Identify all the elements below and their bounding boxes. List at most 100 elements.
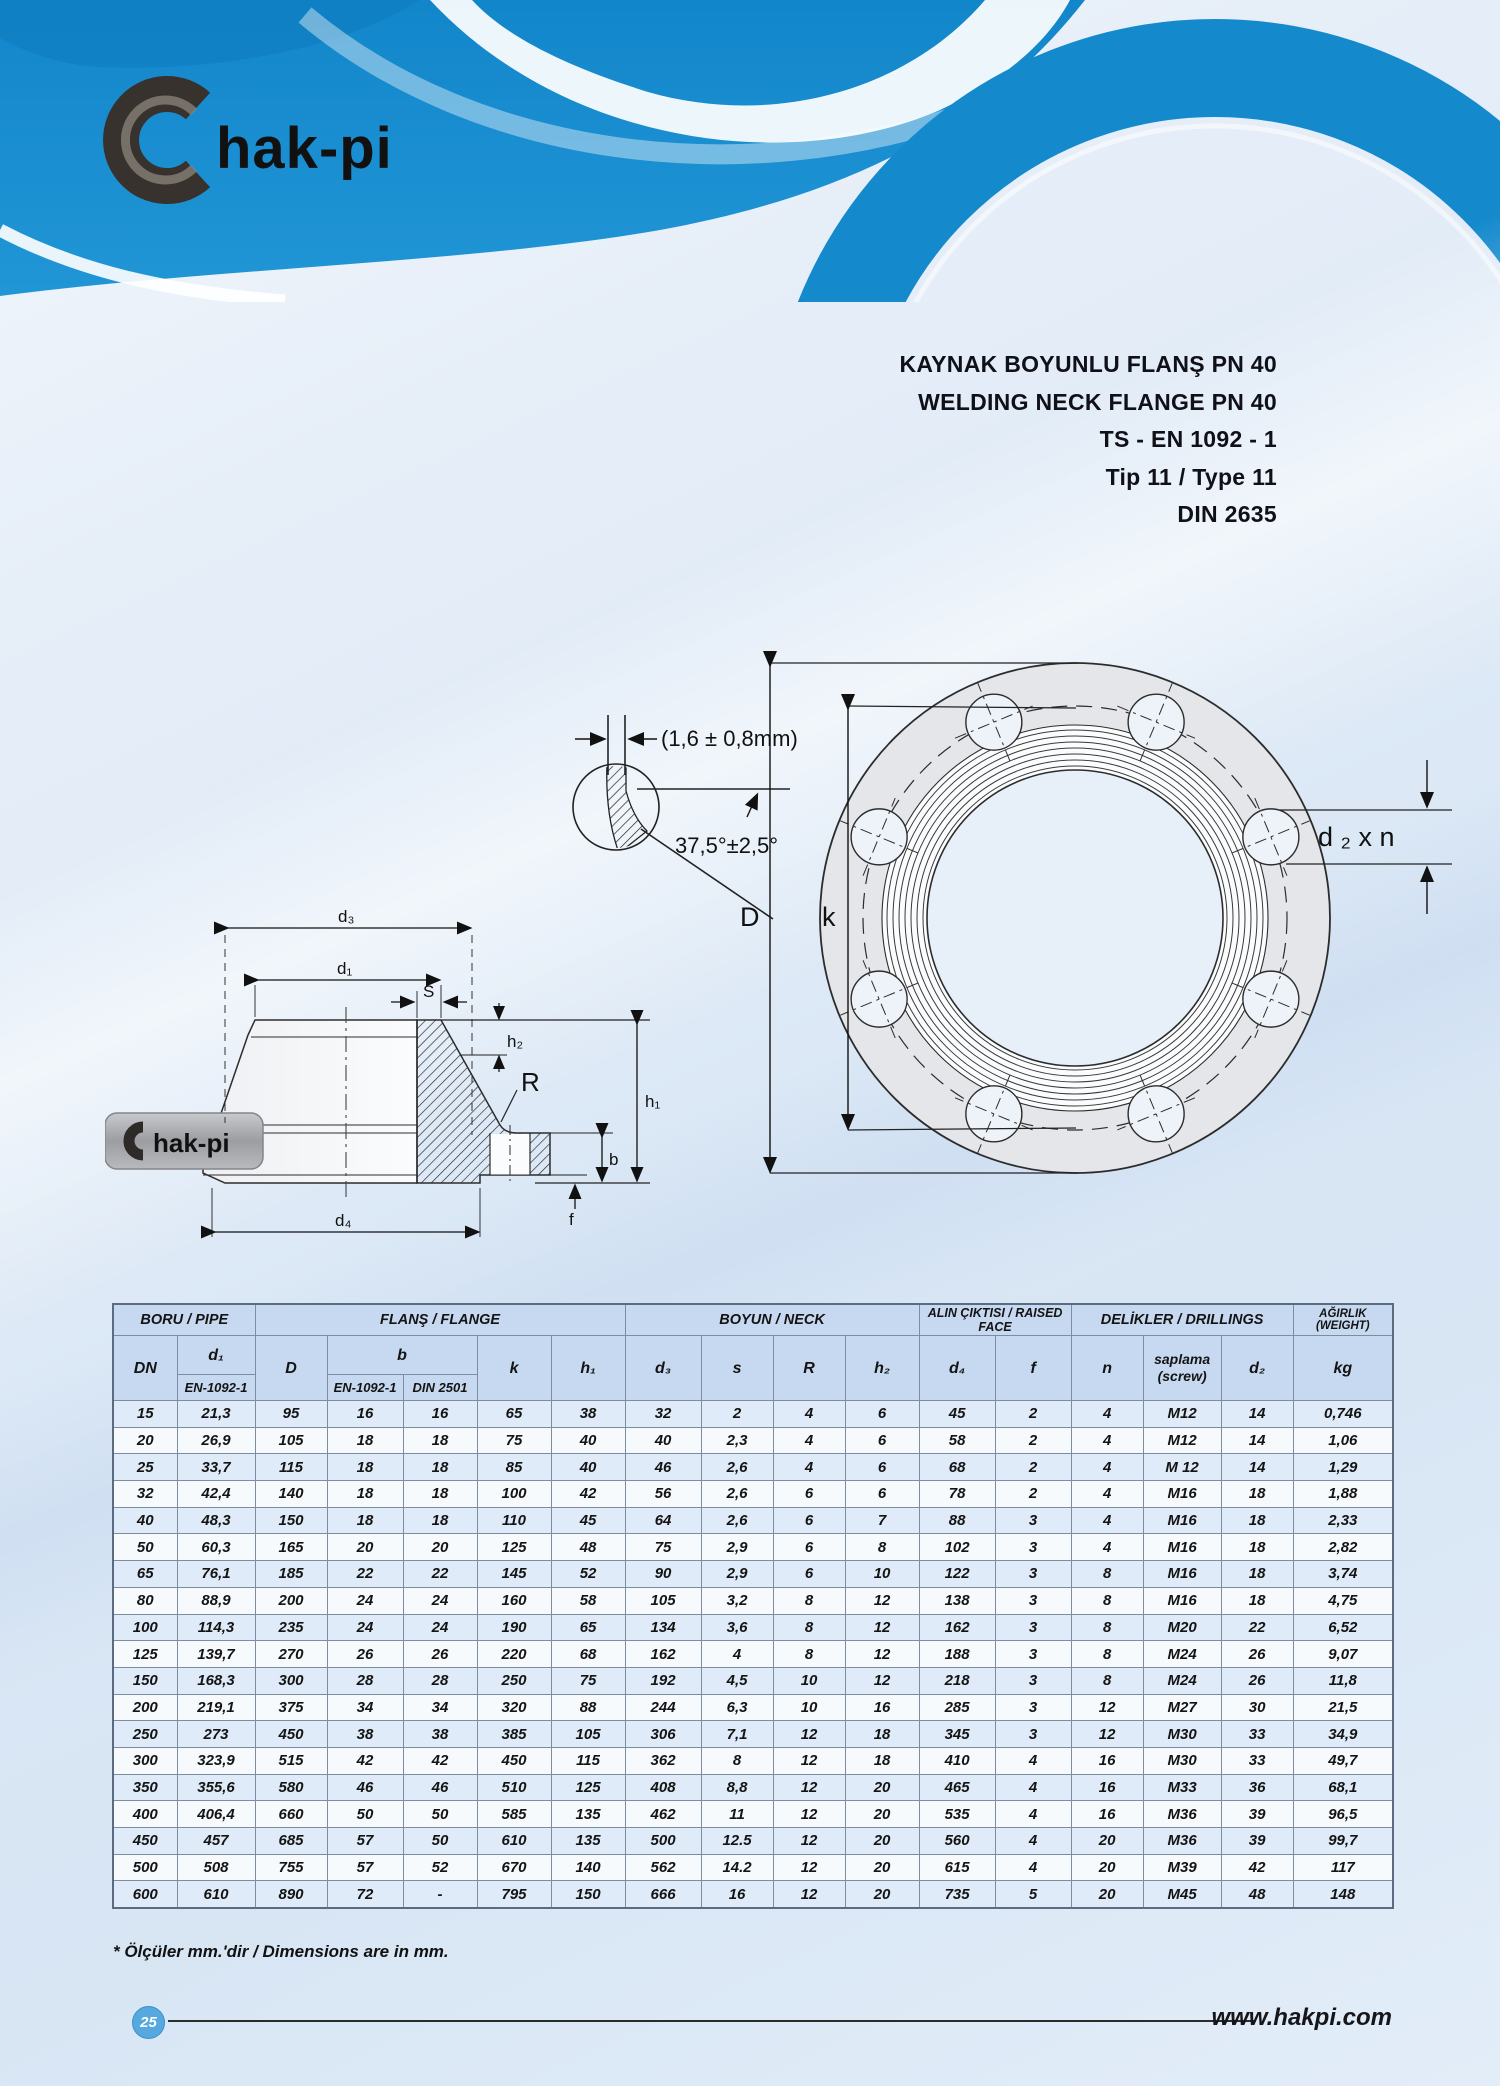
table-cell: 18 [402, 1426, 478, 1455]
table-cell: 115 [550, 1746, 626, 1775]
table-cell: 285 [918, 1693, 996, 1722]
bolt-hole [1117, 1074, 1196, 1153]
col-h1: h₁ [550, 1335, 626, 1401]
table-cell: 36 [1220, 1773, 1294, 1802]
table-cell: 125 [112, 1640, 178, 1668]
table-cell: 34,9 [1292, 1720, 1394, 1748]
table-cell: M12 [1142, 1426, 1222, 1455]
table-cell: 6 [844, 1480, 920, 1508]
dim-label-s: S [423, 982, 434, 1001]
table-cell: 8 [1070, 1640, 1144, 1668]
table-cell: 20 [844, 1800, 920, 1828]
dim-label-r: R [521, 1067, 540, 1097]
table-cell: 65 [550, 1613, 626, 1642]
table-cell: 58 [918, 1426, 996, 1455]
table-cell: 666 [624, 1880, 702, 1909]
table-cell: 52 [402, 1853, 478, 1882]
table-cell: 4 [772, 1400, 846, 1428]
table-cell: 16 [326, 1400, 404, 1428]
table-cell: 685 [254, 1827, 328, 1855]
table-footnote: * Ölçüler mm.'dir / Dimensions are in mm… [113, 1942, 449, 1961]
table-cell: 12 [844, 1640, 920, 1668]
table-cell: 18 [844, 1720, 920, 1748]
table-cell: 3 [994, 1533, 1072, 1562]
table-cell: 185 [254, 1560, 328, 1588]
table-cell: 21,3 [176, 1400, 256, 1428]
table-cell: 385 [476, 1720, 552, 1748]
group-pipe: BORU / PIPE [112, 1303, 256, 1336]
table-cell: 362 [624, 1746, 702, 1775]
col-k: k [476, 1335, 552, 1401]
table-cell: 300 [112, 1746, 178, 1775]
table-cell: 406,4 [176, 1800, 256, 1828]
table-cell: 4 [1070, 1453, 1144, 1482]
dim-label-d1: d₁ [337, 959, 352, 978]
table-cell: 462 [624, 1800, 702, 1828]
table-cell: 57 [326, 1827, 404, 1855]
table-cell: 7,1 [700, 1720, 774, 1748]
col-screw: saplama (screw) [1142, 1335, 1222, 1401]
table-cell: 102 [918, 1533, 996, 1562]
table-cell: 465 [918, 1773, 996, 1802]
table-cell: 1,06 [1292, 1426, 1394, 1455]
table-cell: 134 [624, 1613, 702, 1642]
group-drillings: DELİKLER / DRILLINGS [1070, 1303, 1294, 1336]
table-cell: 190 [476, 1613, 552, 1642]
table-cell: 2 [994, 1400, 1072, 1428]
table-cell: 660 [254, 1800, 328, 1828]
table-cell: 3,6 [700, 1613, 774, 1642]
table-cell: 48 [550, 1533, 626, 1562]
table-cell: 115 [254, 1453, 328, 1482]
table-cell: M16 [1142, 1586, 1222, 1615]
table-cell: 49,7 [1292, 1746, 1394, 1775]
table-cell: 8 [1070, 1560, 1144, 1588]
table-cell: 105 [550, 1720, 626, 1748]
table-cell: M16 [1142, 1533, 1222, 1562]
table-cell: 40 [550, 1453, 626, 1482]
table-cell: 12 [772, 1746, 846, 1775]
dim-label-f: f [569, 1210, 574, 1229]
table-cell: 2 [994, 1426, 1072, 1455]
table-cell: 100 [476, 1480, 552, 1508]
table-cell: 3 [994, 1506, 1072, 1535]
table-cell: 250 [476, 1666, 552, 1695]
table-cell: 3,2 [700, 1586, 774, 1615]
table-cell: 33,7 [176, 1453, 256, 1482]
table-cell: 4 [994, 1853, 1072, 1882]
table-cell: 20 [844, 1853, 920, 1882]
table-cell: 22 [326, 1560, 404, 1588]
table-cell: 6,3 [700, 1693, 774, 1722]
table-cell: 16 [402, 1400, 478, 1428]
table-cell: 200 [112, 1693, 178, 1722]
table-cell: 80 [112, 1586, 178, 1615]
table-cell: 33 [1220, 1720, 1294, 1748]
table-cell: 88 [550, 1693, 626, 1722]
dimension-table: BORU / PIPE FLANŞ / FLANGE BOYUN / NECK … [112, 1303, 1394, 1910]
table-cell: 122 [918, 1560, 996, 1588]
col-R: R [772, 1335, 846, 1401]
col-n: n [1070, 1335, 1144, 1401]
table-cell: 4,5 [700, 1666, 774, 1695]
table-cell: 88 [918, 1506, 996, 1535]
table-cell: 320 [476, 1693, 552, 1722]
table-cell: 10 [844, 1560, 920, 1588]
table-cell: 150 [112, 1666, 178, 1695]
table-cell: 560 [918, 1827, 996, 1855]
table-cell: 150 [550, 1880, 626, 1909]
table-cell: 14.2 [700, 1853, 774, 1882]
table-cell: 12 [772, 1880, 846, 1909]
table-cell: 250 [112, 1720, 178, 1748]
table-cell: 135 [550, 1827, 626, 1855]
table-cell: 219,1 [176, 1693, 256, 1722]
table-cell: 12 [1070, 1720, 1144, 1748]
bolt-hole [840, 797, 919, 876]
table-cell: 50 [402, 1827, 478, 1855]
table-cell: M16 [1142, 1560, 1222, 1588]
